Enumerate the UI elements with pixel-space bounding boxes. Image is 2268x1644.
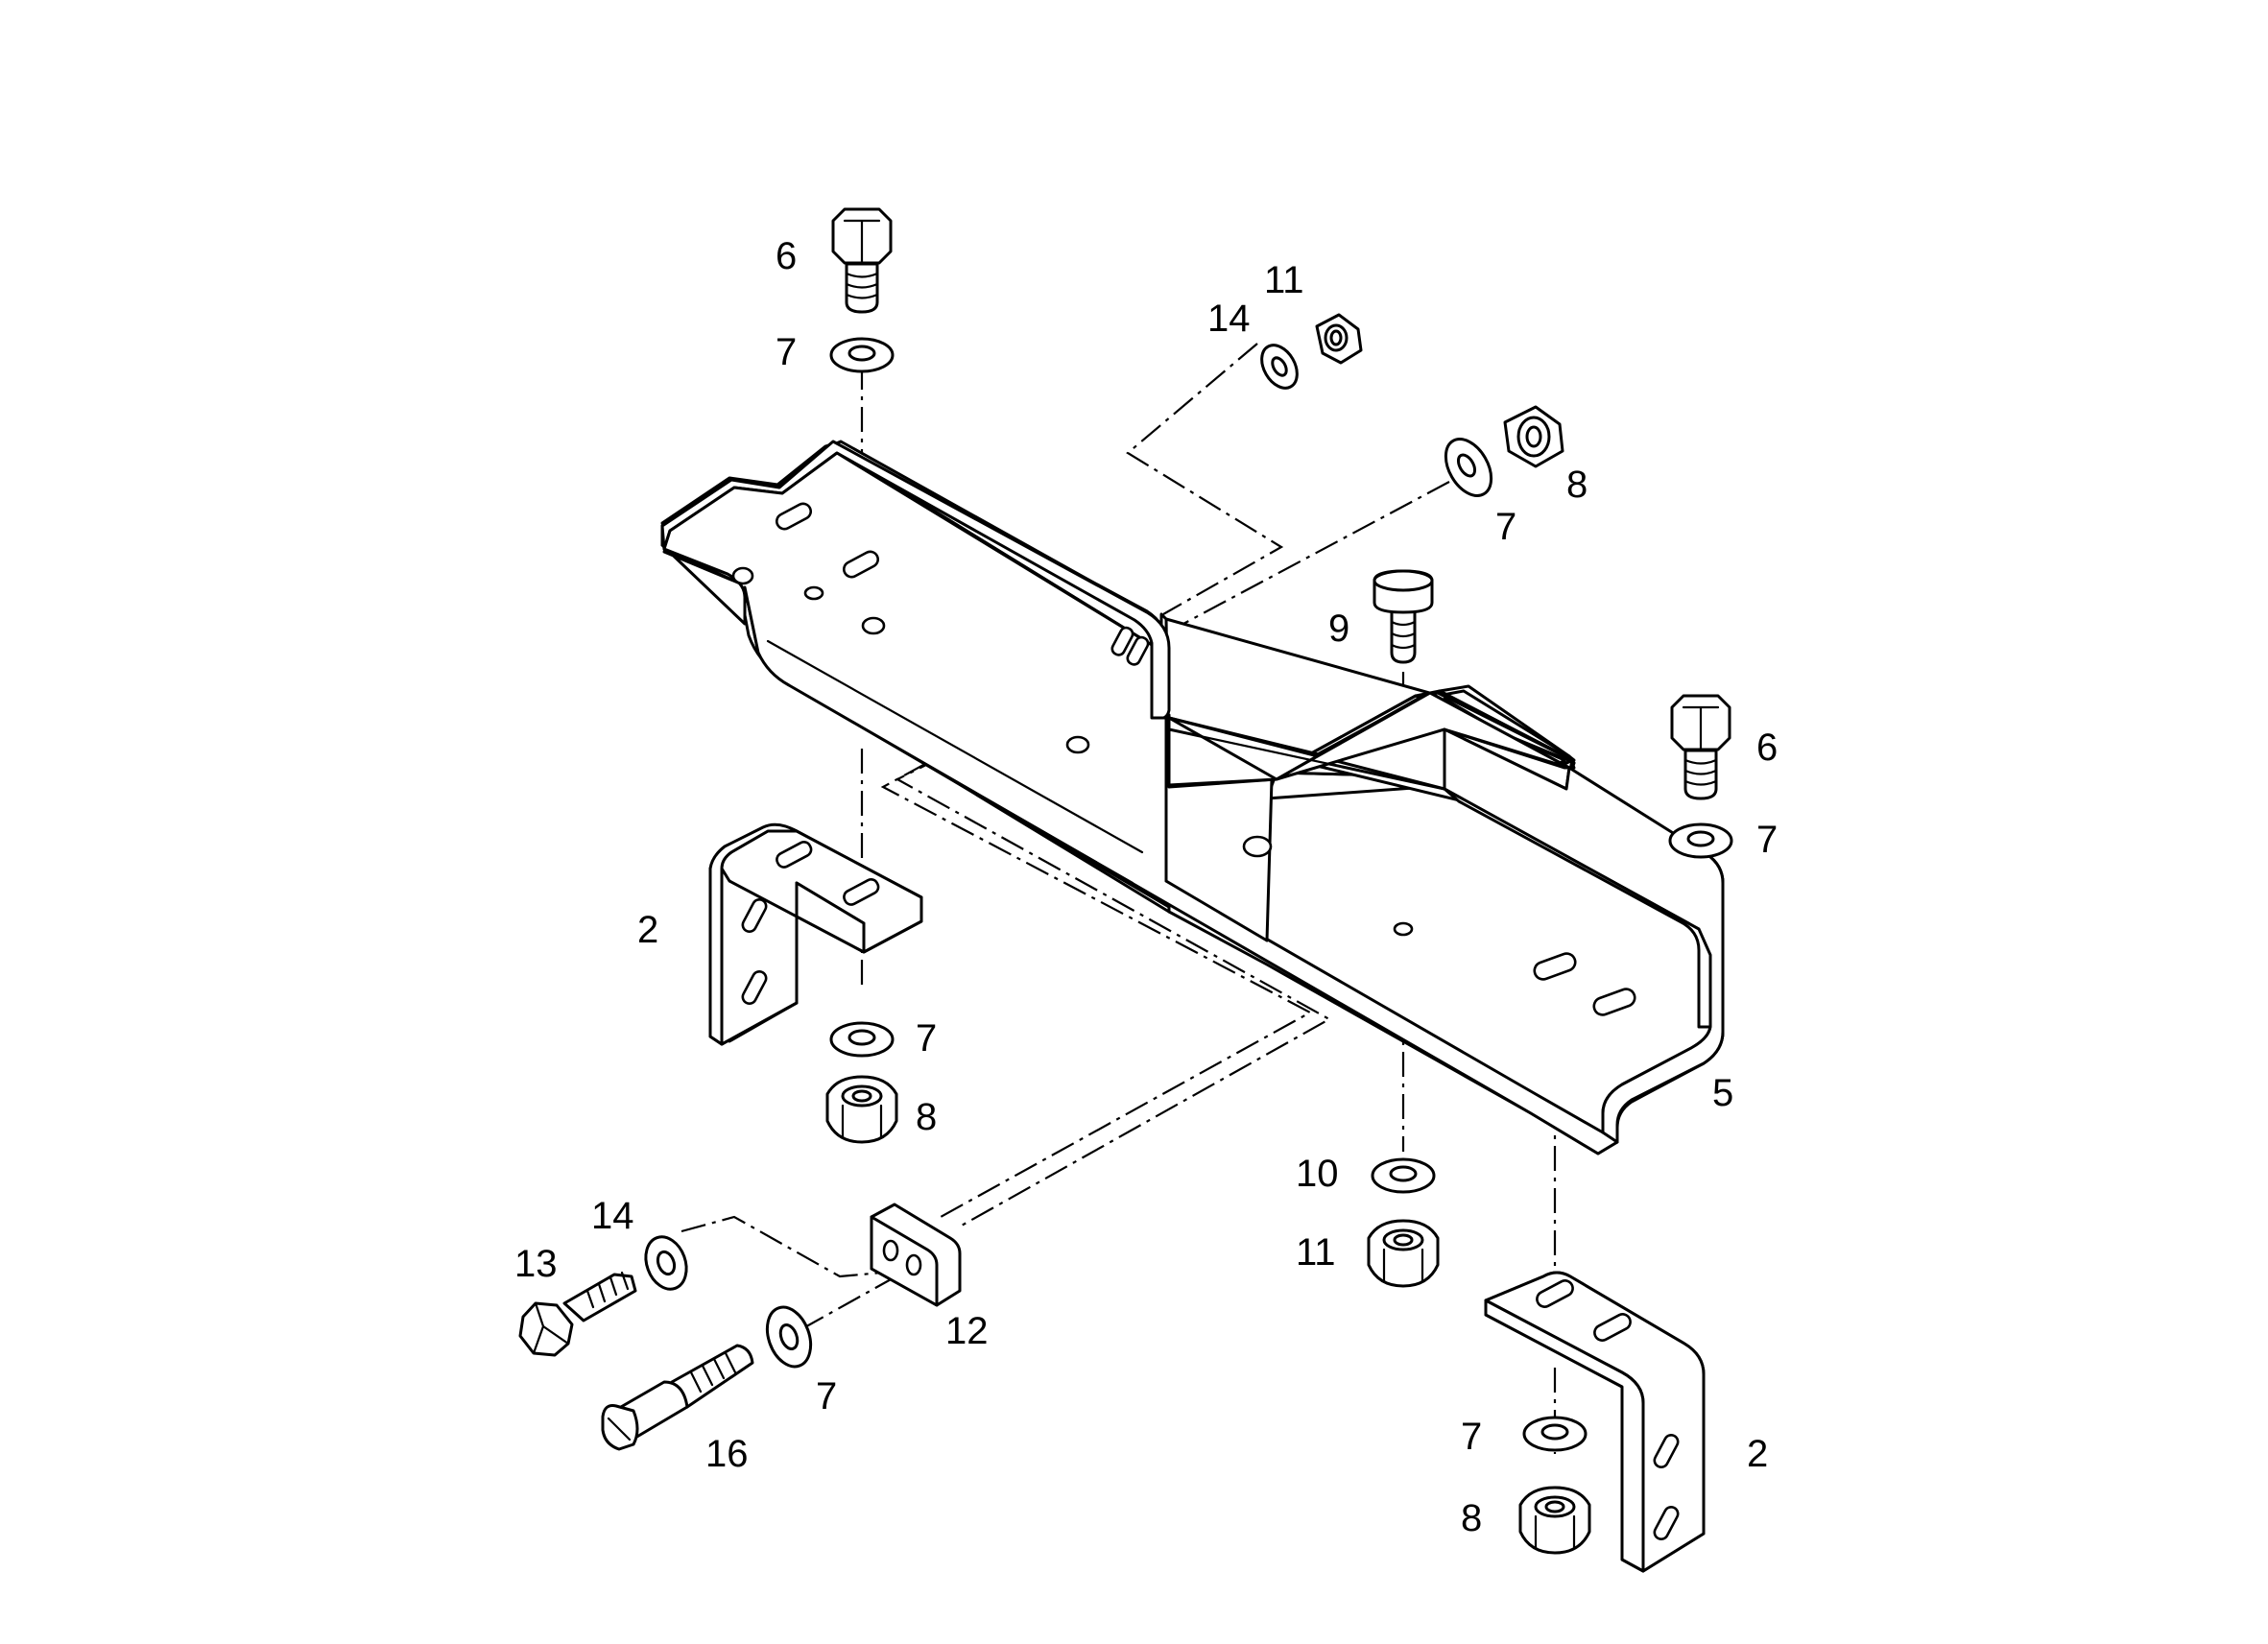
rail-holes <box>731 502 1636 1016</box>
left-bracket <box>708 822 923 1046</box>
callout-12: 12 <box>945 1310 989 1352</box>
callout-7-right: 7 <box>1756 819 1778 861</box>
washer-icon <box>829 1021 895 1058</box>
callout-8-top-right: 8 <box>1566 464 1588 506</box>
callout-7-left-lower: 7 <box>816 1375 837 1418</box>
washer-icon <box>1668 822 1733 859</box>
callout-labels: 6 7 14 11 8 7 9 6 7 2 7 8 5 10 11 14 13 … <box>514 235 1778 1539</box>
callout-8-bottom-right: 8 <box>1461 1497 1482 1539</box>
callout-9: 9 <box>1328 608 1349 650</box>
callout-16: 16 <box>705 1433 749 1475</box>
callout-10: 10 <box>1296 1153 1339 1195</box>
hex-nut-icon <box>1503 405 1564 468</box>
threaded-pin-icon <box>601 1344 754 1451</box>
washer-icon <box>1522 1416 1588 1452</box>
callout-2-left: 2 <box>637 909 658 951</box>
callout-13: 13 <box>514 1243 558 1285</box>
callout-6-right: 6 <box>1756 727 1778 769</box>
callout-14-left: 14 <box>591 1195 634 1237</box>
callout-11-bottom: 11 <box>1296 1231 1336 1274</box>
right-bracket <box>1484 1271 1706 1573</box>
clamp-block-icon <box>870 1203 962 1307</box>
hex-bolt-icon <box>1670 694 1731 800</box>
hex-bolt-icon <box>518 1271 637 1357</box>
callout-2-right: 2 <box>1747 1433 1768 1475</box>
washer-icon <box>644 1235 688 1291</box>
callout-5: 5 <box>1712 1072 1733 1114</box>
callout-11-top: 11 <box>1264 259 1304 301</box>
hex-bolt-icon <box>831 207 893 314</box>
callout-7-top-left: 7 <box>776 331 797 373</box>
callout-14-top: 14 <box>1207 298 1251 340</box>
rail-body <box>660 440 1725 1156</box>
hex-bolt-icon <box>1373 569 1434 664</box>
hex-nut-icon <box>1367 1219 1440 1288</box>
callout-7-left: 7 <box>916 1017 937 1060</box>
hex-nut-icon <box>1518 1486 1591 1555</box>
callout-8-left: 8 <box>916 1096 937 1138</box>
washer-icon <box>765 1305 813 1369</box>
callout-6-top-left: 6 <box>776 235 797 277</box>
washer-icon <box>1444 438 1493 497</box>
washer-icon <box>1260 344 1299 390</box>
callout-7-bottom-right: 7 <box>1461 1416 1482 1458</box>
hex-nut-icon <box>825 1075 898 1144</box>
callout-7-top-right: 7 <box>1495 506 1516 548</box>
washer-icon <box>1371 1157 1436 1194</box>
hex-nut-icon <box>1315 313 1363 365</box>
washer-icon <box>829 337 895 373</box>
